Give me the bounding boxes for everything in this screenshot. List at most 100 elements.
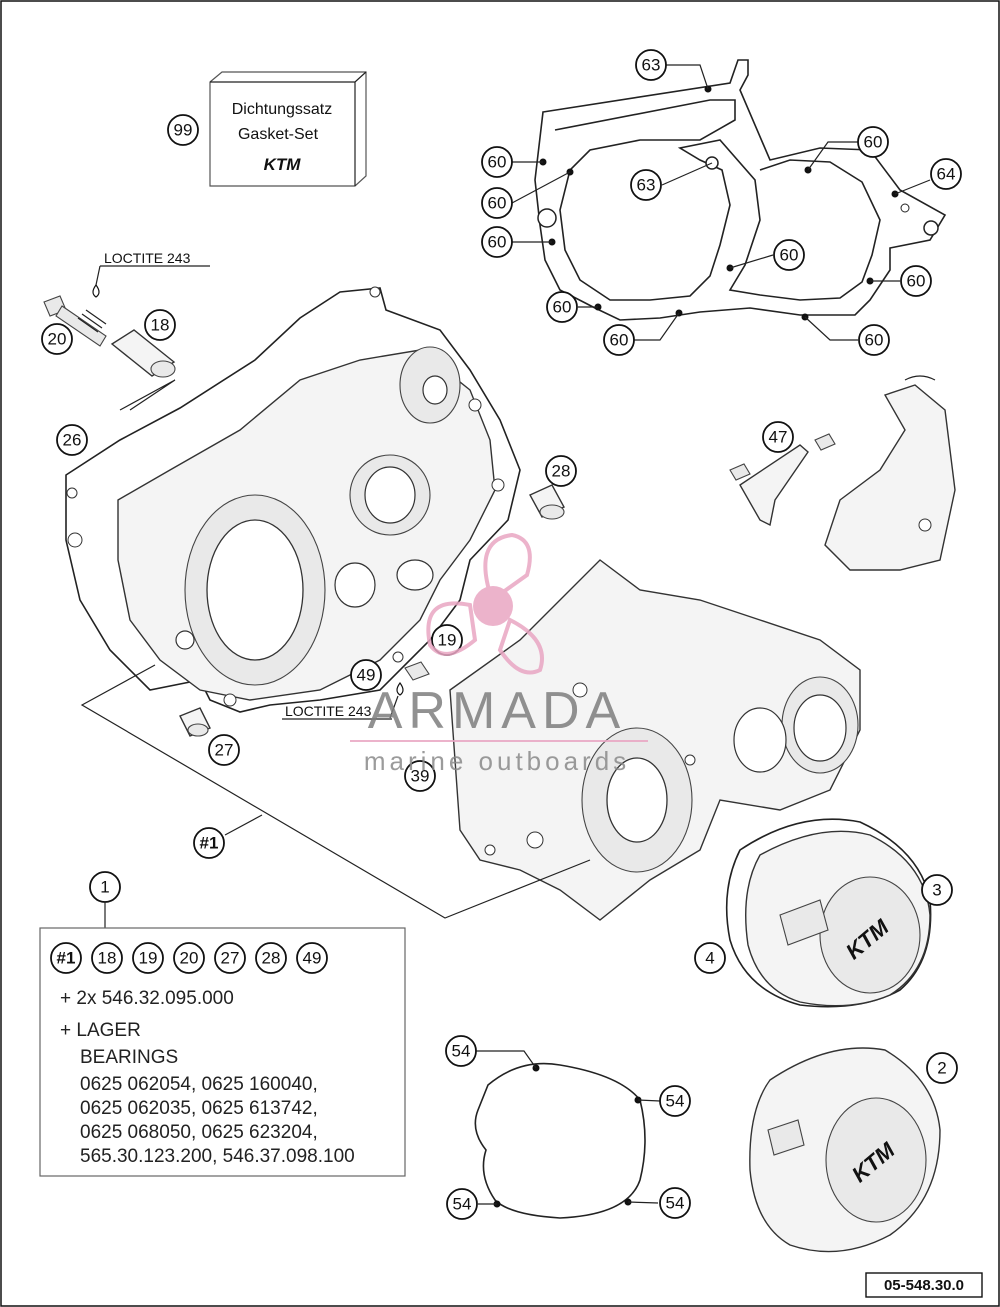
svg-text:99: 99 xyxy=(174,121,193,140)
legend-callout-49[interactable]: 49 xyxy=(296,942,328,974)
legend-bearing-de: + LAGER xyxy=(60,1020,141,1041)
callout-4[interactable]: 4 xyxy=(694,942,726,974)
legend-callout-1[interactable]: #1 xyxy=(50,942,82,974)
loctite-top-label: LOCTITE 243 xyxy=(104,250,191,266)
callout-54-c[interactable]: 54 xyxy=(446,1188,478,1220)
watermark-sub: marine outboards xyxy=(364,746,630,776)
callout-54-b[interactable]: 54 xyxy=(659,1085,691,1117)
callout-2[interactable]: 2 xyxy=(926,1052,958,1084)
svg-text:3: 3 xyxy=(932,881,941,900)
svg-text:20: 20 xyxy=(48,330,67,349)
watermark-word: ARMADA xyxy=(368,682,626,740)
callout-60-i[interactable]: 60 xyxy=(857,126,889,158)
callout-60-f[interactable]: 60 xyxy=(858,324,890,356)
legend-bolt-note: + 2x 546.32.095.000 xyxy=(60,988,234,1009)
gasket-set-title-de: Dichtungssatz xyxy=(232,101,333,118)
legend-bearing-list-1: 0625 062054, 0625 160040, xyxy=(80,1074,318,1095)
ignition-cover-gasket-4 xyxy=(725,818,932,1008)
callout-60-a[interactable]: 60 xyxy=(481,146,513,178)
svg-text:60: 60 xyxy=(610,331,629,350)
callout-63-top[interactable]: 63 xyxy=(635,49,667,81)
callout-19[interactable]: 19 xyxy=(431,624,463,656)
legend-box: #1 18 19 20 27 28 49 + 2x 546.32.095.000… xyxy=(39,927,406,1177)
callout-63-mid[interactable]: 63 xyxy=(630,169,662,201)
svg-text:60: 60 xyxy=(488,194,507,213)
callout-26[interactable]: 26 xyxy=(56,424,88,456)
callout-1[interactable]: 1 xyxy=(89,871,121,903)
brand-logo-text: KTM xyxy=(264,155,302,174)
crankcase-right-half xyxy=(449,559,861,921)
svg-text:49: 49 xyxy=(303,949,322,968)
gasket-set-title-en: Gasket-Set xyxy=(238,126,319,143)
svg-text:60: 60 xyxy=(553,298,572,317)
legend-callout-19[interactable]: 19 xyxy=(132,942,164,974)
callout-60-h[interactable]: 60 xyxy=(773,239,805,271)
callout-54-a[interactable]: 54 xyxy=(445,1035,477,1067)
loctite-drop-icon-mid xyxy=(396,681,404,696)
svg-text:28: 28 xyxy=(262,949,281,968)
svg-text:60: 60 xyxy=(488,153,507,172)
callout-18[interactable]: 18 xyxy=(144,309,176,341)
svg-text:26: 26 xyxy=(63,431,82,450)
callout-39[interactable]: 39 xyxy=(404,760,436,792)
callout-60-b[interactable]: 60 xyxy=(481,187,513,219)
callout-99[interactable]: 99 xyxy=(167,114,199,146)
loctite-note-mid: LOCTITE 243 xyxy=(282,681,404,720)
svg-text:#1: #1 xyxy=(200,834,219,853)
legend-callout-28[interactable]: 28 xyxy=(255,942,287,974)
loctite-drop-icon xyxy=(92,283,100,298)
gasket-set-box: Dichtungssatz Gasket-Set KTM xyxy=(209,71,367,187)
watermark-propeller-icon xyxy=(426,532,544,675)
watermark: ARMADA marine outboards xyxy=(350,532,648,776)
svg-text:63: 63 xyxy=(642,56,661,75)
drawing-number-text: 05-548.30.0 xyxy=(884,1277,964,1294)
legend-callout-27[interactable]: 27 xyxy=(214,942,246,974)
callout-3[interactable]: 3 xyxy=(921,874,953,906)
callout-60-g[interactable]: 60 xyxy=(900,265,932,297)
svg-text:#1: #1 xyxy=(57,949,76,968)
callout-60-e[interactable]: 60 xyxy=(603,324,635,356)
callout-47[interactable]: 47 xyxy=(762,421,794,453)
callout-27[interactable]: 27 xyxy=(208,734,240,766)
bracket-47 xyxy=(729,375,956,571)
crankcase-gasket-leaders xyxy=(511,64,931,341)
crankcase-gasket xyxy=(534,59,947,321)
legend-bearing-list-2: 0625 062035, 0625 613742, xyxy=(80,1098,318,1119)
legend-callout-18[interactable]: 18 xyxy=(91,942,123,974)
callout-20[interactable]: 20 xyxy=(41,323,73,355)
callout-54-d[interactable]: 54 xyxy=(659,1187,691,1219)
callout-60-d[interactable]: 60 xyxy=(546,291,578,323)
svg-text:19: 19 xyxy=(438,631,457,650)
svg-text:60: 60 xyxy=(780,246,799,265)
drawing-number: 05-548.30.0 xyxy=(865,1272,983,1298)
callout-64[interactable]: 64 xyxy=(930,158,962,190)
svg-text:54: 54 xyxy=(666,1092,685,1111)
svg-text:49: 49 xyxy=(357,666,376,685)
svg-text:18: 18 xyxy=(98,949,117,968)
sleeve-18 xyxy=(110,329,176,378)
svg-text:64: 64 xyxy=(937,165,956,184)
clutch-cover-2: KTM xyxy=(749,1047,941,1253)
crankcase-left-half xyxy=(65,286,521,713)
svg-text:1: 1 xyxy=(100,878,109,897)
bushing-28 xyxy=(529,484,565,520)
svg-text:27: 27 xyxy=(221,949,240,968)
svg-text:54: 54 xyxy=(453,1195,472,1214)
legend-bearing-list-4: 565.30.123.200, 546.37.098.100 xyxy=(80,1146,355,1167)
legend-callout-20[interactable]: 20 xyxy=(173,942,205,974)
dowel-27 xyxy=(179,707,211,737)
callout-28[interactable]: 28 xyxy=(545,455,577,487)
clutch-cover-gasket xyxy=(474,1050,661,1219)
svg-text:19: 19 xyxy=(139,949,158,968)
svg-text:60: 60 xyxy=(865,331,884,350)
svg-text:20: 20 xyxy=(180,949,199,968)
callout-49[interactable]: 49 xyxy=(350,659,382,691)
ignition-cover-3: KTM xyxy=(745,830,931,1007)
svg-text:60: 60 xyxy=(488,233,507,252)
callout-assembly-1[interactable]: #1 xyxy=(193,827,225,859)
svg-text:18: 18 xyxy=(151,316,170,335)
screw-19 xyxy=(392,651,430,681)
callout-60-c[interactable]: 60 xyxy=(481,226,513,258)
svg-text:60: 60 xyxy=(864,133,883,152)
